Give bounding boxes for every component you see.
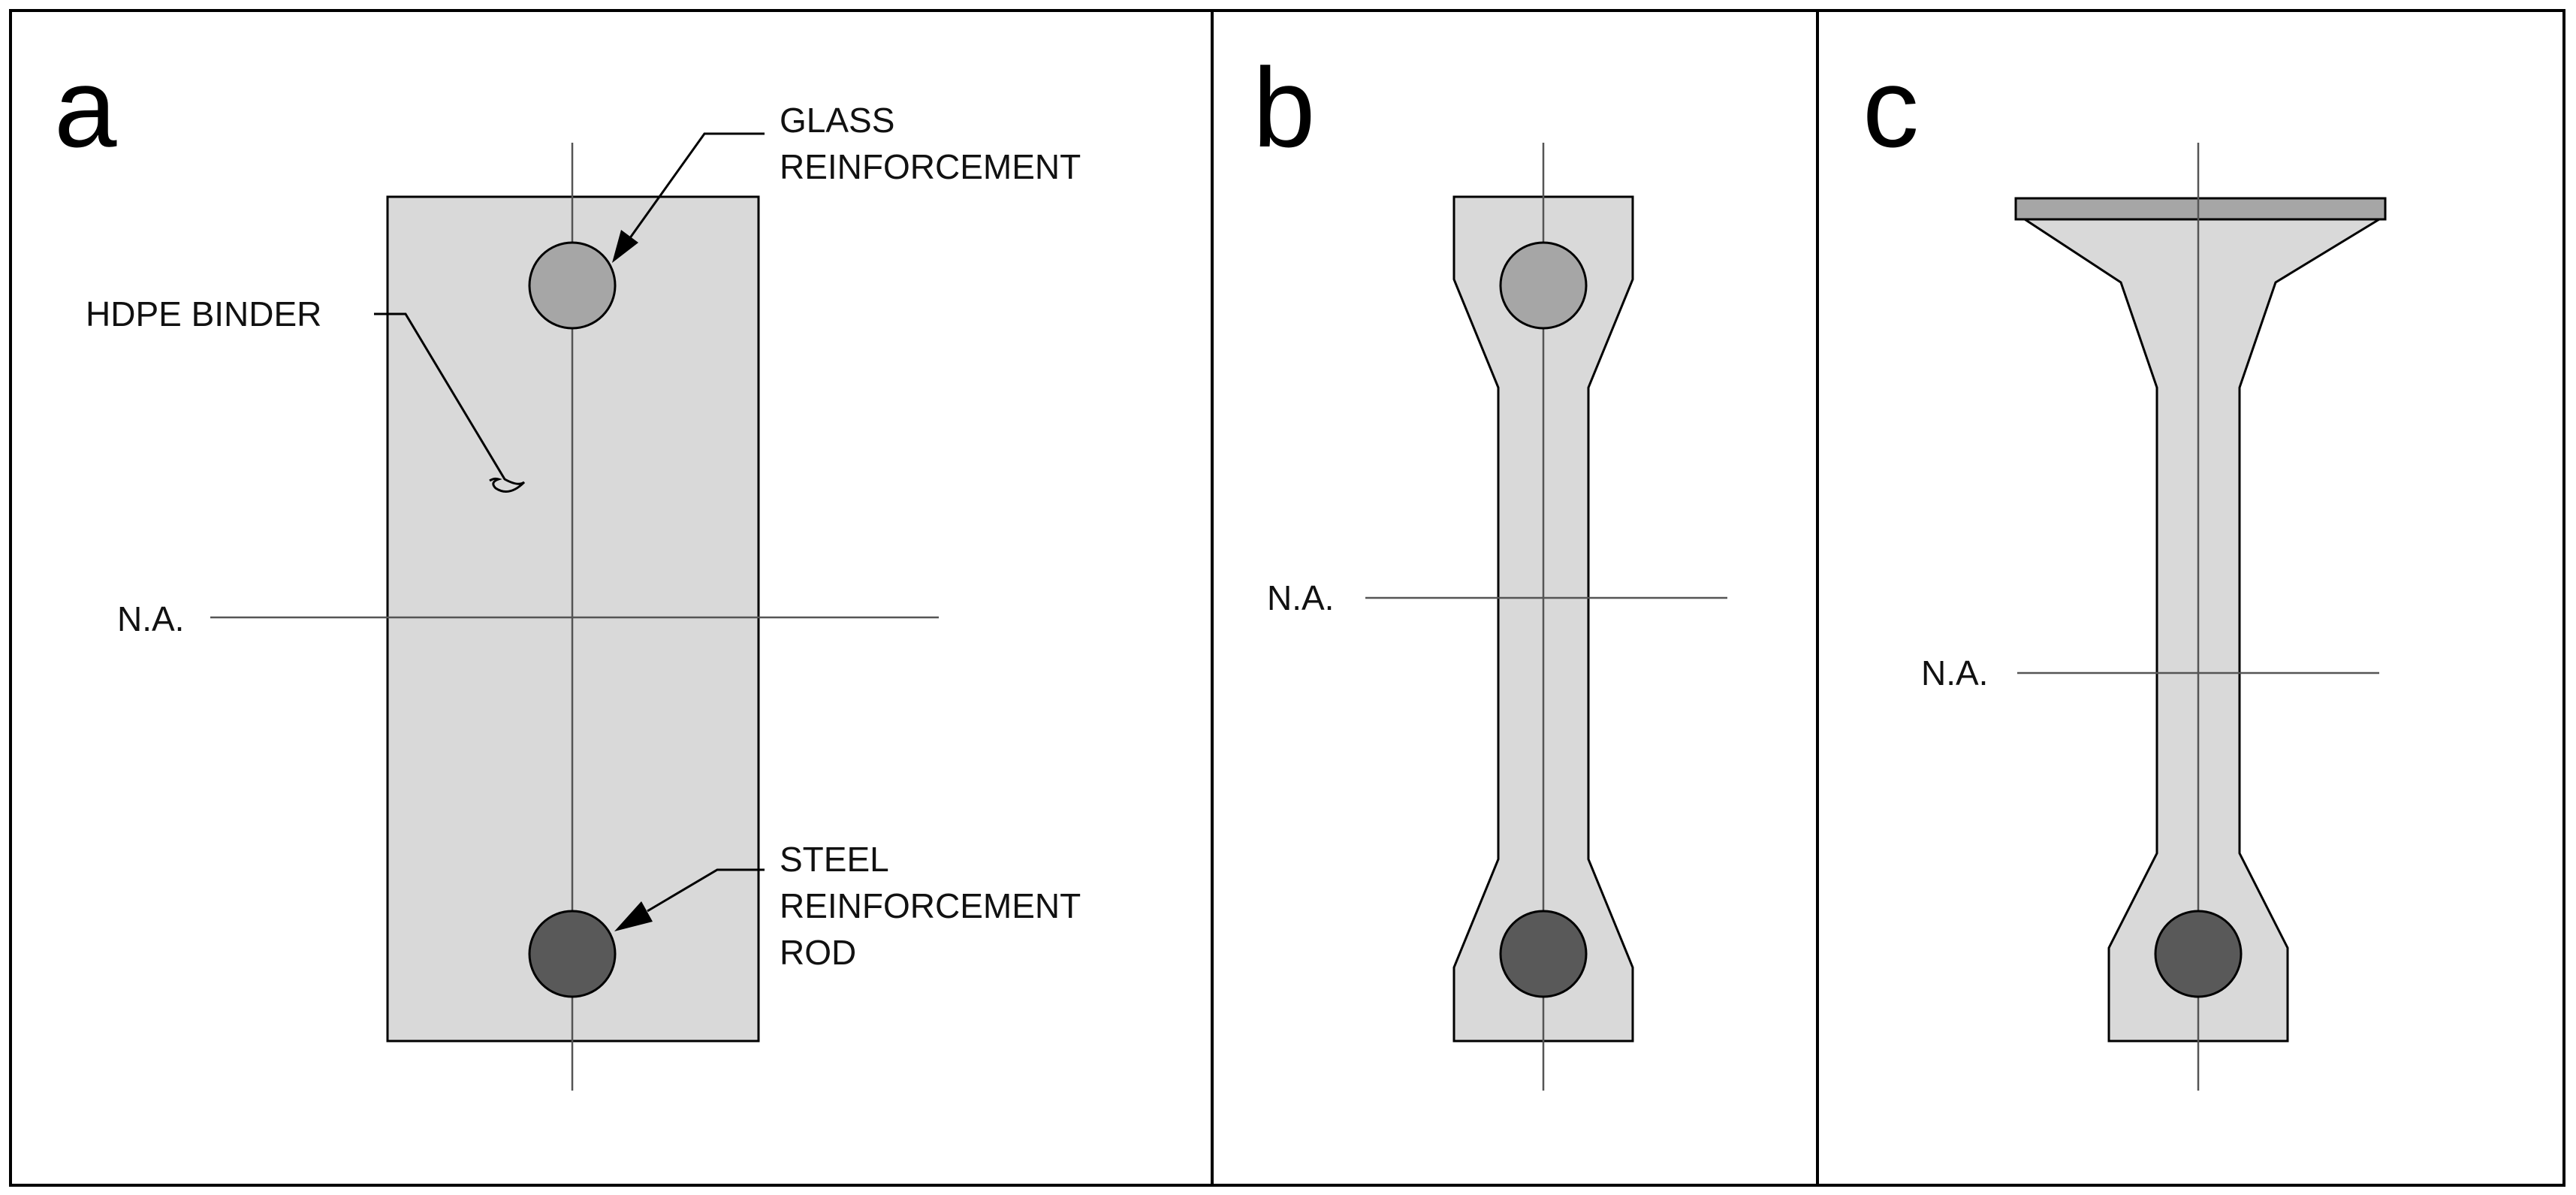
steel-label-line2: REINFORCEMENT: [780, 886, 1081, 925]
panel-c-steel-reinforcement-rod: [2154, 910, 2243, 998]
hdpe-binder-label: HDPE BINDER: [86, 294, 321, 333]
panel-c: c N.A.: [1863, 44, 2387, 1091]
glass-leader-arrowhead: [612, 230, 638, 263]
panel-c-hdpe-binder-body: [2020, 218, 2384, 1043]
glass-label-line2: REINFORCEMENT: [780, 147, 1081, 186]
panel-b-steel-reinforcement-rod: [1499, 910, 1588, 998]
panel-a-letter: a: [54, 44, 117, 170]
panel-a-steel-reinforcement-rod: [528, 910, 617, 998]
panel-a: a GLASS REINFORCEMENT HDPE BINDER STEEL …: [54, 44, 1081, 1091]
panel-a-neutral-axis-label: N.A.: [117, 599, 184, 638]
steel-label-line3: ROD: [780, 933, 856, 972]
steel-leader-line: [647, 868, 765, 913]
panel-c-letter: c: [1863, 44, 1919, 170]
panel-b-neutral-axis-label: N.A.: [1267, 578, 1334, 617]
steel-leader-arrowhead: [614, 901, 653, 931]
panel-c-flange-plate: [2014, 197, 2387, 221]
glass-label-line1: GLASS: [780, 101, 894, 140]
figure-frame: [9, 9, 2565, 1187]
panel-b-letter: b: [1253, 44, 1315, 170]
panel-a-glass-reinforcement-rod: [528, 241, 617, 330]
panel-b: b N.A.: [1253, 44, 1727, 1091]
panel-c-neutral-axis-label: N.A.: [1921, 653, 1988, 693]
steel-label-line1: STEEL: [780, 840, 889, 879]
glass-leader-line: [628, 132, 765, 240]
panel-b-glass-reinforcement-rod: [1499, 241, 1588, 330]
hdpe-binder-leader-line: [374, 312, 526, 493]
